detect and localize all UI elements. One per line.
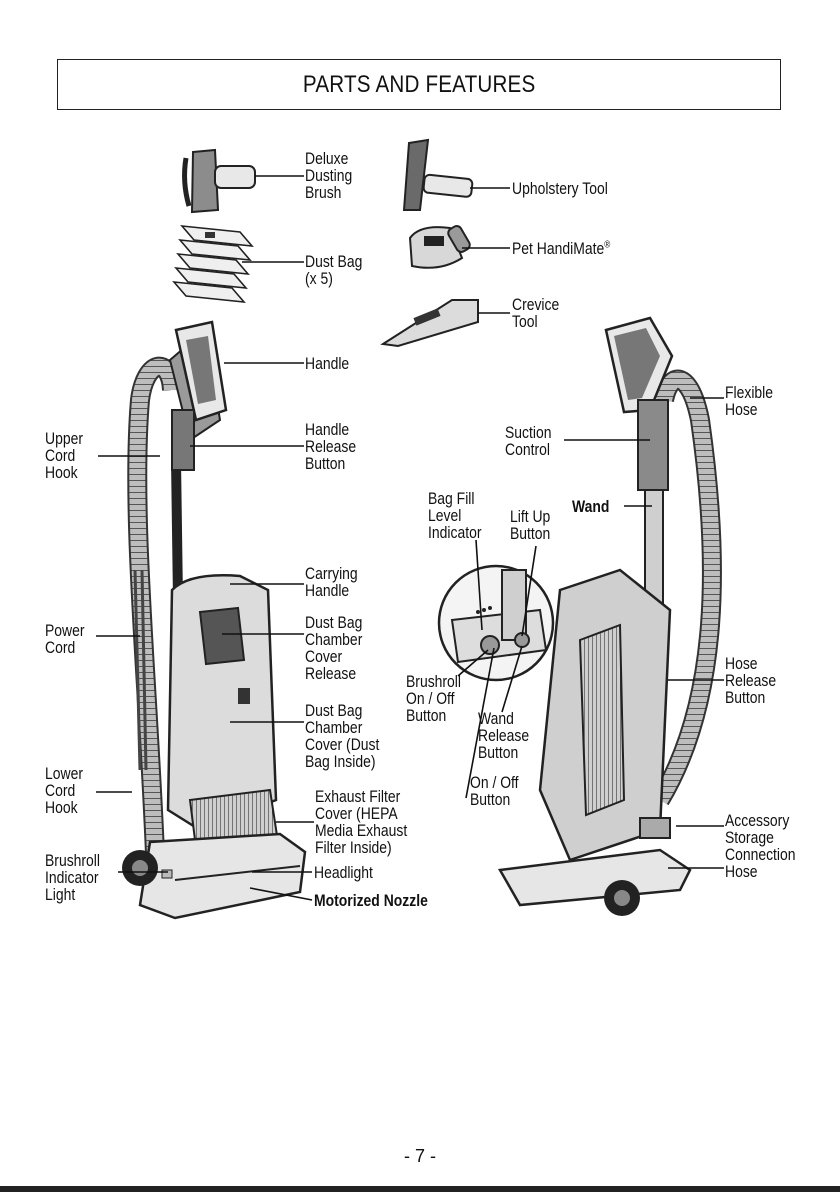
label-exhaust-filter-cover: Exhaust Filter Cover (HEPA Media Exhaust… — [315, 787, 408, 857]
label-accessory-storage-connection-hose: Accessory Storage Connection Hose — [725, 811, 796, 881]
label-carrying-handle: Carrying Handle — [305, 564, 358, 600]
label-handle-release-button: Handle Release Button — [305, 420, 357, 473]
label-upholstery-tool: Upholstery Tool — [512, 179, 608, 198]
crevice-tool-illustration — [380, 299, 479, 348]
label-power-cord: Power Cord — [45, 621, 85, 657]
vacuum-front-illustration — [122, 320, 307, 920]
label-brushroll-indicator-light: Brushroll Indicator Light — [45, 851, 101, 904]
label-deluxe-dusting-brush: Deluxe Dusting Brush — [305, 149, 353, 202]
bottom-rule — [0, 1186, 840, 1192]
control-panel-inset — [437, 564, 555, 682]
label-dust-bag-chamber-cover: Dust Bag Chamber Cover (Dust Bag Inside) — [305, 701, 380, 771]
label-wand: Wand — [572, 497, 610, 516]
label-headlight: Headlight — [314, 863, 373, 882]
label-wand-release-button: Wand Release Button — [478, 709, 530, 762]
dust-bags-illustration — [172, 224, 254, 304]
pet-handimate-illustration — [408, 225, 471, 269]
title-box: PARTS AND FEATURES — [57, 59, 781, 110]
label-lower-cord-hook: Lower Cord Hook — [45, 764, 83, 817]
label-dust-bag-chamber-cover-release: Dust Bag Chamber Cover Release — [305, 613, 363, 683]
page-title: PARTS AND FEATURES — [302, 70, 536, 98]
label-on-off-button: On / Off Button — [470, 773, 519, 809]
label-lift-up-button: Lift Up Button — [510, 507, 551, 543]
label-bag-fill-level-indicator: Bag Fill Level Indicator — [428, 489, 482, 542]
label-upper-cord-hook: Upper Cord Hook — [45, 429, 83, 482]
label-crevice-tool: Crevice Tool — [512, 295, 560, 331]
label-pet-handimate: Pet HandiMate® — [512, 239, 611, 258]
leader-lines — [96, 175, 724, 901]
dusting-brush-illustration — [182, 148, 256, 214]
label-suction-control: Suction Control — [505, 423, 552, 459]
label-handle: Handle — [305, 354, 350, 373]
page-number: - 7 - — [403, 1146, 436, 1166]
label-motorized-nozzle: Motorized Nozzle — [314, 891, 428, 910]
label-hose-release-button: Hose Release Button — [725, 654, 777, 707]
label-dust-bag: Dust Bag (x 5) — [305, 252, 363, 288]
label-brushroll-on-off-button: Brushroll On / Off Button — [406, 672, 462, 725]
vacuum-back-illustration — [497, 316, 722, 916]
label-flexible-hose: Flexible Hose — [725, 383, 774, 419]
upholstery-tool-illustration — [402, 138, 474, 211]
